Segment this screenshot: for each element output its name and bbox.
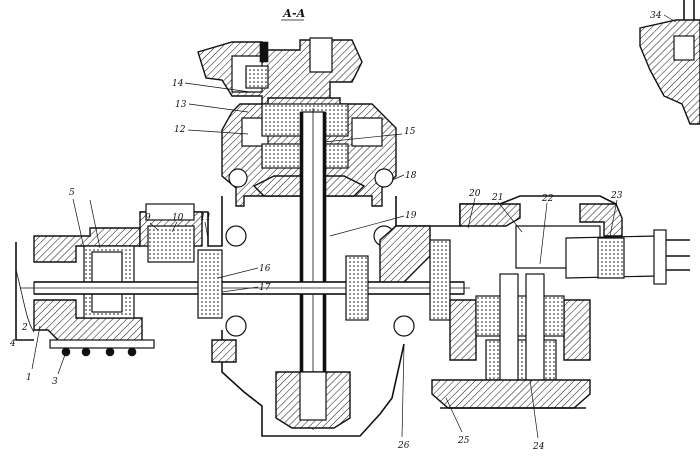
callout-16: 16 — [259, 264, 271, 274]
callout-13: 13 — [175, 100, 187, 110]
callout-20: 20 — [468, 189, 481, 199]
callout-15: 15 — [404, 127, 416, 137]
callout-3: 3 — [52, 377, 58, 387]
callout-22: 22 — [541, 194, 554, 204]
detail-view-fragment — [639, 0, 700, 125]
callout-4: 4 — [9, 339, 16, 349]
callout-5: 5 — [69, 188, 75, 198]
right-housing — [431, 203, 690, 409]
callout-11: 11 — [200, 213, 211, 223]
left-housing — [15, 203, 203, 357]
leader-lines — [31, 14, 677, 439]
callout-10: 10 — [172, 213, 184, 223]
section-title: А-А — [282, 7, 306, 20]
callout-labels: 1 2 3 4 5 9 10 11 12 13 14 15 16 17 18 1… — [9, 11, 662, 452]
top-cap-housing — [197, 37, 363, 111]
callout-34: 34 — [650, 11, 662, 21]
callout-2: 2 — [21, 323, 28, 333]
callout-26: 26 — [397, 441, 410, 451]
callout-17: 17 — [259, 283, 271, 293]
callout-19: 19 — [405, 211, 417, 221]
lower-sump — [211, 330, 405, 437]
callout-14: 14 — [172, 79, 184, 89]
callout-1: 1 — [26, 373, 32, 383]
callout-9: 9 — [145, 213, 151, 223]
horizontal-shaft — [20, 239, 470, 321]
vertical-shaft — [299, 108, 327, 430]
main-housing — [140, 195, 617, 337]
callout-25: 25 — [457, 436, 470, 446]
callout-24: 24 — [532, 442, 545, 452]
callout-21: 21 — [491, 193, 503, 203]
callout-12: 12 — [174, 125, 186, 135]
callout-18: 18 — [405, 171, 417, 181]
callout-23: 23 — [610, 191, 623, 201]
